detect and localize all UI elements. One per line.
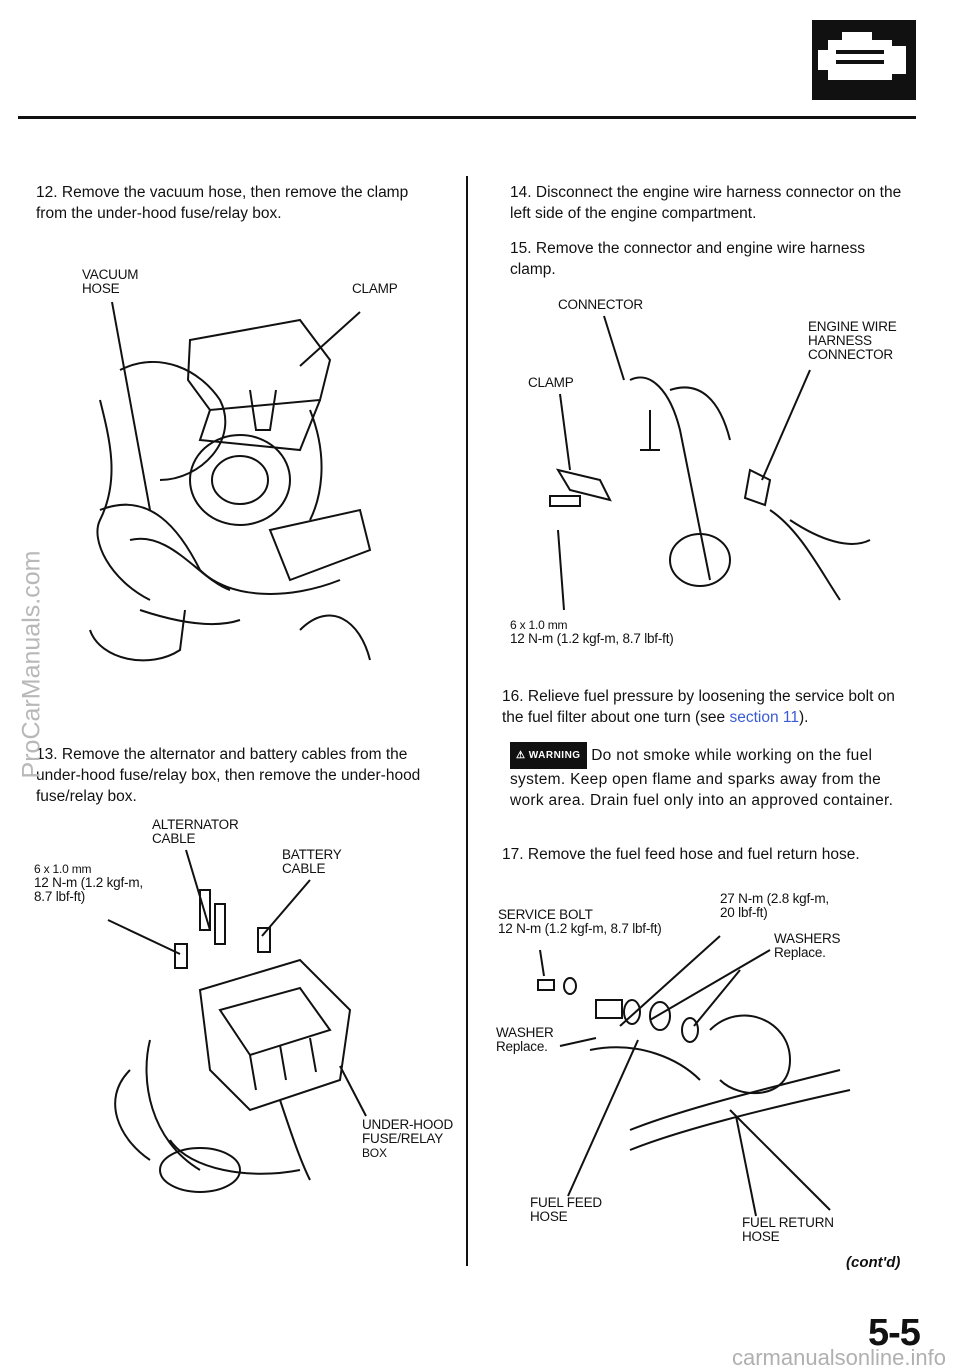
fuse-relay-box-illustration [107,849,367,1193]
step-13-text: Remove the alternator and battery cables… [36,746,421,805]
torque-label-2: 12 N-m (1.2 kgf-m, 8.7 lbf-ft) [510,631,674,646]
fuse-box-vacuum-hose-illustration [89,301,372,662]
step-12-text: Remove the vacuum hose, then remove the … [36,184,409,222]
warning-block: ⚠ WARNING Do not smoke while working on … [510,742,902,811]
bolt-spec-label: 6 x 1.0 mm [34,862,92,876]
clamp-label-2: CLAMP [528,375,574,390]
continued-label: (cont'd) [846,1254,901,1271]
vacuum-hose-label: VACUUM HOSE [82,267,139,296]
warning-badge: ⚠ WARNING [510,742,587,769]
engine-block-icon [818,32,906,80]
washers-label: WASHERS Replace. [774,931,841,960]
side-watermark: ProCarManuals.com [17,550,46,779]
step-12: 12. Remove the vacuum hose, then remove … [36,184,409,222]
step-15: 15. Remove the connector and engine wire… [510,240,866,278]
step-14: 14. Disconnect the engine wire harness c… [510,184,902,222]
fuel-filter-hose-illustration [537,935,851,1217]
header-rule [18,116,916,119]
footer-watermark-url: carmanualsonline.info [731,1345,946,1370]
warning-text: Do not smoke while working on the fuel s… [510,747,894,809]
step-15-text: Remove the connector and engine wire har… [510,240,866,278]
fuel-return-hose-label: FUEL RETURN HOSE [742,1215,834,1244]
alternator-cable-label: ALTERNATOR CABLE [152,817,239,846]
step-13: 13. Remove the alternator and battery ca… [36,746,421,805]
page-number: 5-5 [868,1312,921,1354]
section-11-link[interactable]: section 11 [729,709,799,726]
column-divider [466,176,468,1266]
step-17-text: Remove the fuel feed hose and fuel retur… [527,846,860,863]
connector-label: CONNECTOR [558,297,643,312]
clamp-label: CLAMP [352,281,398,296]
harness-connector-illustration [549,315,871,610]
torque-label: 12 N-m (1.2 kgf-m, 8.7 lbf-ft) [34,875,143,904]
fuel-feed-hose-label: FUEL FEED HOSE [530,1195,602,1224]
under-hood-box-label: UNDER-HOOD FUSE/RELAY BOX [362,1117,453,1161]
torque-27-label: 27 N-m (2.8 kgf-m, 20 lbf-ft) [720,891,829,920]
step-16: 16. Relieve fuel pressure by loosening t… [502,688,895,726]
battery-cable-label: BATTERY CABLE [282,847,342,876]
service-bolt-label: SERVICE BOLT 12 N-m (1.2 kgf-m, 8.7 lbf-… [498,907,662,936]
step-14-text: Disconnect the engine wire harness conne… [510,184,902,222]
section-engine-icon [812,20,916,100]
washer-label: WASHER Replace. [496,1025,554,1054]
bolt-spec-label-2: 6 x 1.0 mm [510,618,568,632]
engine-wire-harness-label: ENGINE WIRE HARNESS CONNECTOR [808,319,897,362]
step-17: 17. Remove the fuel feed hose and fuel r… [502,846,860,863]
